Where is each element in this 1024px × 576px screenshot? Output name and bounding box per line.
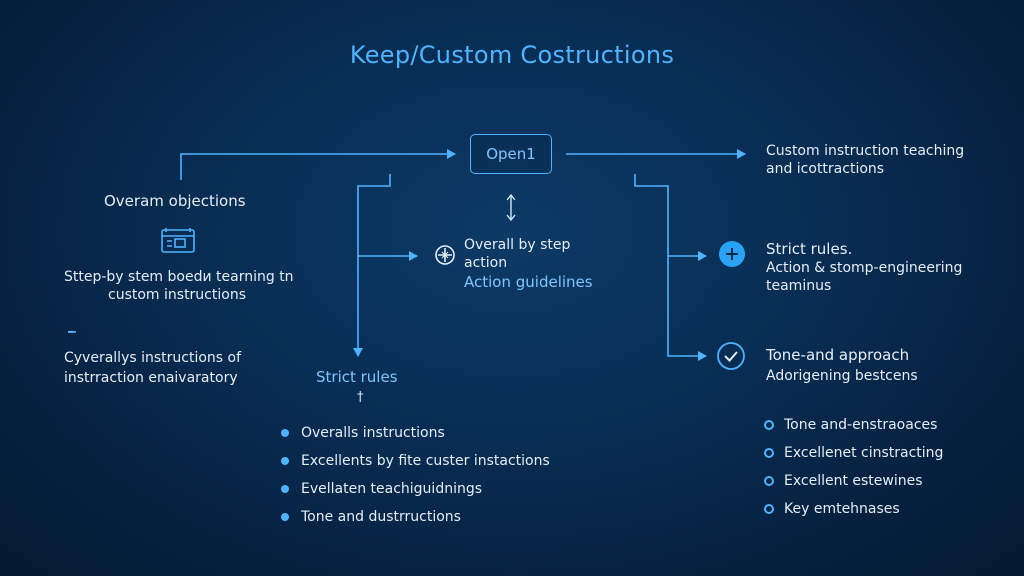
strict-rules-glyph: †: [357, 390, 364, 405]
list-item-label: Excellents by fite custer instactions: [301, 453, 550, 469]
compass-icon: [435, 245, 455, 265]
list-item: Tone and dustrructions: [281, 507, 550, 527]
right-top-text-line-1: Custom instruction teaching: [766, 143, 965, 159]
checklist-icon: [161, 228, 195, 253]
list-item: Excellents by fite custer instactions: [281, 451, 550, 471]
list-item-label: Overalls instructions: [301, 425, 445, 441]
list-item-label: Excellent estewines: [784, 473, 923, 489]
list-item-label: Tone and-enstraoaces: [784, 417, 938, 433]
list-item-label: Excellenet cinstracting: [784, 445, 944, 461]
connector-right-branch: [634, 174, 707, 361]
list-item: Tone and-enstraoaces: [764, 415, 943, 435]
bullet-ring-icon: [764, 420, 774, 430]
middle-bullet-list: Overalls instructions Excellents by fite…: [281, 423, 550, 535]
connector-middle-down: [353, 174, 391, 357]
check-circle-icon: [717, 342, 745, 370]
step-text-line-1: Overall by step: [464, 237, 571, 253]
right-tone-line-1: Tone-and approach: [766, 346, 910, 364]
left-text-1-line-2: custom instructions: [108, 287, 246, 303]
list-item: Key emtehnases: [764, 499, 943, 519]
bullet-ring-icon: [764, 504, 774, 514]
step-text-line-2: action: [464, 255, 508, 271]
bullet-ring-icon: [764, 448, 774, 458]
bullet-dot-icon: [281, 429, 289, 437]
list-item-label: Evellaten teachiguidnings: [301, 481, 483, 497]
center-node-box: Open1: [470, 134, 552, 174]
right-bullet-list: Tone and-enstraoaces Excellenet cinstrac…: [764, 415, 943, 527]
diagram-title: Keep/Custom Costructions: [349, 41, 675, 69]
list-item-label: Tone and dustrructions: [301, 509, 461, 525]
plus-badge-icon: [719, 241, 745, 267]
bullet-dot-icon: [281, 457, 289, 465]
left-heading: Overam objections: [104, 192, 246, 210]
right-tone-line-2: Adorigening bestcens: [766, 368, 918, 384]
strict-rules-label: Strict rules: [316, 368, 398, 386]
right-strict-line-3: teaminus: [766, 278, 832, 294]
list-item-label: Key emtehnases: [784, 501, 900, 517]
left-text-1-line-1: Sttep-by stem boedи tearning tn: [64, 269, 294, 285]
list-item: Evellaten teachiguidnings: [281, 479, 550, 499]
right-strict-line-2: Action & stomp-engineering: [766, 260, 963, 276]
left-dash: –: [68, 324, 74, 338]
list-item: Overalls instructions: [281, 423, 550, 443]
right-top-text-line-2: and icottractions: [766, 161, 885, 177]
list-item: Excellenet cinstracting: [764, 443, 943, 463]
bullet-ring-icon: [764, 476, 774, 486]
left-text-2-line-1: Cyverallys instructions of: [64, 350, 242, 366]
double-arrow: [506, 193, 516, 222]
left-text-2-line-2: instrraction enaivaratory: [64, 370, 238, 386]
bullet-dot-icon: [281, 513, 289, 521]
right-strict-line-1: Strict rules.: [766, 240, 853, 258]
bullet-dot-icon: [281, 485, 289, 493]
list-item: Excellent estewines: [764, 471, 943, 491]
connector-left-to-box: [180, 149, 456, 180]
action-guidelines-label: Action guidelines: [464, 273, 593, 291]
